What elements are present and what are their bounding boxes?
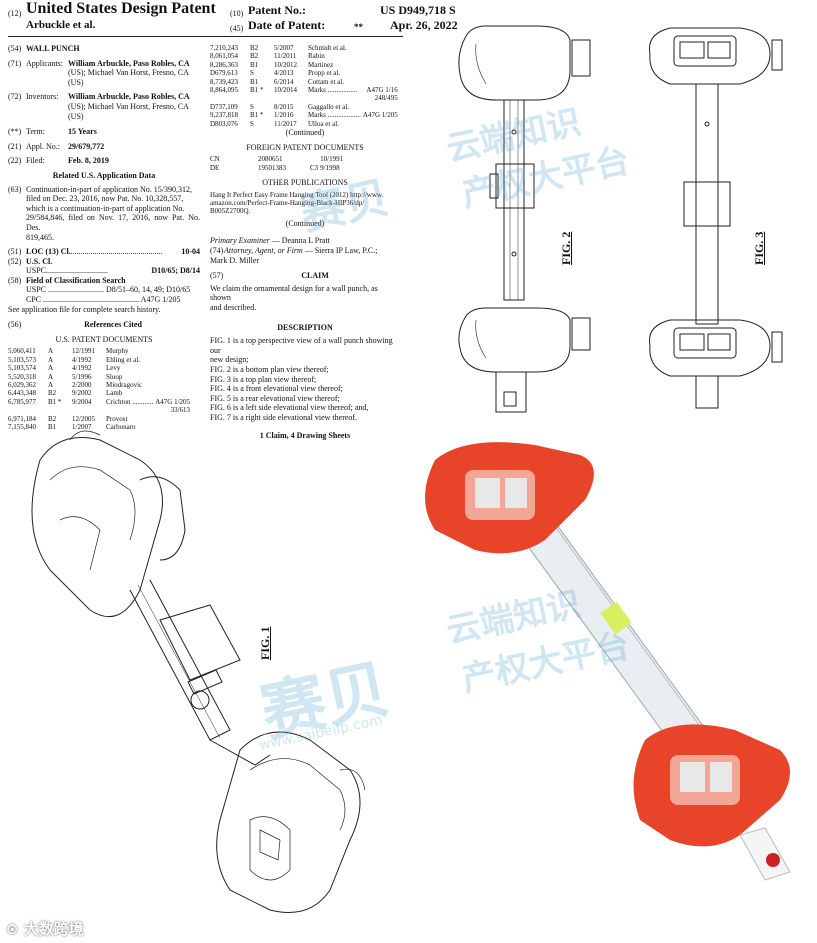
invention-title: WALL PUNCH bbox=[26, 44, 80, 53]
field-63: (63) Continuation-in-part of application… bbox=[8, 184, 200, 242]
claim-heading: (57)CLAIM bbox=[210, 271, 329, 281]
table-row: 248/495 bbox=[374, 94, 398, 103]
field-21: (21)Appl. No.:29/679,772 bbox=[8, 141, 105, 151]
primary-examiner: Primary Examiner — Deanna L Pratt bbox=[210, 236, 330, 246]
fig-3-label: FIG. 3 bbox=[752, 231, 766, 265]
field-54: (54)WALL PUNCH bbox=[8, 44, 80, 53]
date-mark: ** bbox=[354, 22, 363, 32]
field-56: (56)References Cited bbox=[8, 320, 142, 330]
description-title: DESCRIPTION bbox=[277, 322, 333, 332]
other-publications-title: OTHER PUBLICATIONS bbox=[262, 178, 348, 188]
date-label: Date of Patent: bbox=[248, 18, 326, 32]
attorney: (74)Attorney, Agent, or Firm — Sierra IP… bbox=[210, 246, 378, 256]
description-line: FIG. 4 is a front elevational view there… bbox=[210, 384, 343, 394]
field-71: (71) Applicants: William Arbuckle, Paso … bbox=[8, 58, 190, 87]
description-text: FIG. 1 is a top perspective view of a wa… bbox=[210, 336, 400, 422]
document-title: United States Design Patent bbox=[26, 0, 216, 17]
code-45: (45) bbox=[230, 24, 244, 33]
left-column: (54)WALL PUNCH (71) Applicants: William … bbox=[8, 44, 200, 432]
claims-sheets: 1 Claim, 4 Drawing Sheets bbox=[259, 430, 351, 440]
footer-logo-icon: ⊙ bbox=[6, 920, 24, 938]
code-10: (10) bbox=[230, 9, 244, 18]
description-line: FIG. 5 is a rear elevational view thereo… bbox=[210, 393, 340, 403]
date-of-patent: Apr. 26, 2022 bbox=[390, 18, 458, 32]
code-12: (12) bbox=[8, 9, 22, 18]
field-58: (58)Field of Classification Search bbox=[8, 275, 126, 285]
fig-1-drawing bbox=[31, 430, 366, 913]
field-52: (52)U.S. Cl. bbox=[8, 256, 53, 266]
field-term: (**)Term:15 Years bbox=[8, 127, 97, 137]
patent-no-label: Patent No.: bbox=[248, 3, 306, 17]
attorney-name: Mark D. Miller bbox=[210, 255, 260, 265]
us-docs-title: U.S. PATENT DOCUMENTS bbox=[55, 334, 153, 344]
description-line: new design; bbox=[210, 355, 249, 365]
foreign-docs-title: FOREIGN PATENT DOCUMENTS bbox=[246, 142, 364, 152]
fig-2-drawing bbox=[458, 25, 591, 413]
field-52-uspc: USPC...............................D10/6… bbox=[26, 266, 200, 276]
claim-text: We claim the ornamental design for a wal… bbox=[210, 283, 378, 313]
related-data-title: Related U.S. Application Data bbox=[52, 170, 156, 180]
continued-2: (Continued) bbox=[285, 218, 325, 228]
patent-header: (12) United States Design Patent Arbuckl… bbox=[8, 0, 478, 34]
description-line: FIG. 7 is a right side elevational view … bbox=[210, 412, 358, 422]
other-publications: Hang It Perfect Easy Frame Hanging Tool … bbox=[210, 190, 384, 216]
search-history-note: See application file for complete search… bbox=[8, 304, 161, 314]
field-51: (51)LOC (13) Cl.........................… bbox=[8, 247, 200, 257]
field-22: (22)Filed:Feb. 8, 2019 bbox=[8, 156, 109, 166]
patent-number: US D949,718 S bbox=[380, 3, 456, 17]
table-row: 33/613 bbox=[170, 406, 191, 415]
inventor-short: Arbuckle et al. bbox=[26, 19, 96, 31]
description-line: FIG. 2 is a bottom plan view thereof; bbox=[210, 365, 329, 374]
field-72: (72) Inventors: William Arbuckle, Paso R… bbox=[8, 92, 190, 121]
fig-1-label: FIG. 1 bbox=[258, 626, 272, 660]
product-photo bbox=[425, 442, 791, 881]
header-rule bbox=[8, 36, 403, 37]
fig-3-drawing bbox=[648, 27, 783, 409]
description-line: FIG. 3 is a top plan view thereof; bbox=[210, 374, 317, 384]
fig-2-label: FIG. 2 bbox=[559, 231, 573, 265]
continued-1: (Continued) bbox=[285, 128, 325, 138]
description-line: FIG. 1 is a top perspective view of a wa… bbox=[210, 336, 393, 355]
footer-watermark: ⊙ 大数跨境 bbox=[6, 920, 84, 938]
description-line: FIG. 6 is a left side elevational view t… bbox=[210, 403, 369, 413]
